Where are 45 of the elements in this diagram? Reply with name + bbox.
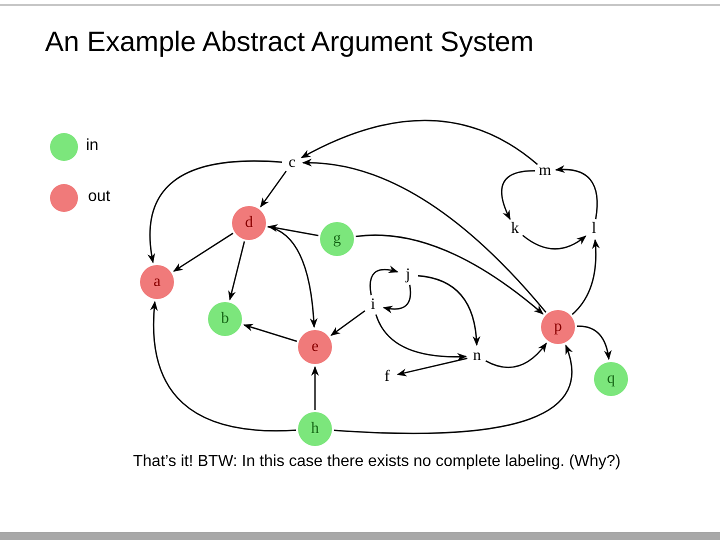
arrow <box>501 170 536 220</box>
arrow <box>228 241 246 301</box>
argument-label: f <box>379 369 395 385</box>
arrow <box>267 226 318 328</box>
arrow <box>370 266 398 296</box>
arrow <box>173 232 234 272</box>
argument-label: c <box>284 155 300 171</box>
argument-circle: d <box>232 206 266 240</box>
arrow <box>150 300 296 432</box>
argument-circle: p <box>541 310 575 344</box>
arrow <box>300 120 538 165</box>
argument-label: k <box>507 221 523 237</box>
arrow <box>330 310 366 336</box>
arrow <box>356 234 544 315</box>
legend-label: in <box>86 137 98 155</box>
argument-label: i <box>365 297 381 313</box>
slide-title: An Example Abstract Argument System <box>45 26 534 58</box>
arrow <box>522 234 586 250</box>
arrow <box>382 284 412 314</box>
argument-label: n <box>469 348 485 364</box>
arrow <box>334 344 572 434</box>
argument-circle: g <box>320 222 354 256</box>
argument-label: l <box>586 221 602 237</box>
legend-label: out <box>88 188 110 206</box>
argument-circle: a <box>140 265 174 299</box>
arrow <box>311 366 319 410</box>
argument-circle: b <box>208 302 242 336</box>
arrow <box>576 326 612 360</box>
arrow <box>260 170 287 208</box>
arrow <box>485 342 547 368</box>
arrow <box>418 275 480 346</box>
argument-circle: h <box>298 412 332 446</box>
arrow <box>572 238 600 315</box>
argument-label: j <box>400 267 416 283</box>
argument-circle: q <box>594 362 628 396</box>
arrow <box>268 224 318 236</box>
arrow <box>302 159 546 313</box>
arrow <box>396 358 468 376</box>
arrow <box>148 160 282 264</box>
arrow <box>375 314 467 361</box>
arrow <box>554 166 598 220</box>
argument-label: m <box>537 163 553 179</box>
arrow <box>243 324 298 342</box>
argument-circle: e <box>298 330 332 364</box>
caption-text: That’s it! BTW: In this case there exists no complete labeling. (Why?) <box>133 453 621 471</box>
